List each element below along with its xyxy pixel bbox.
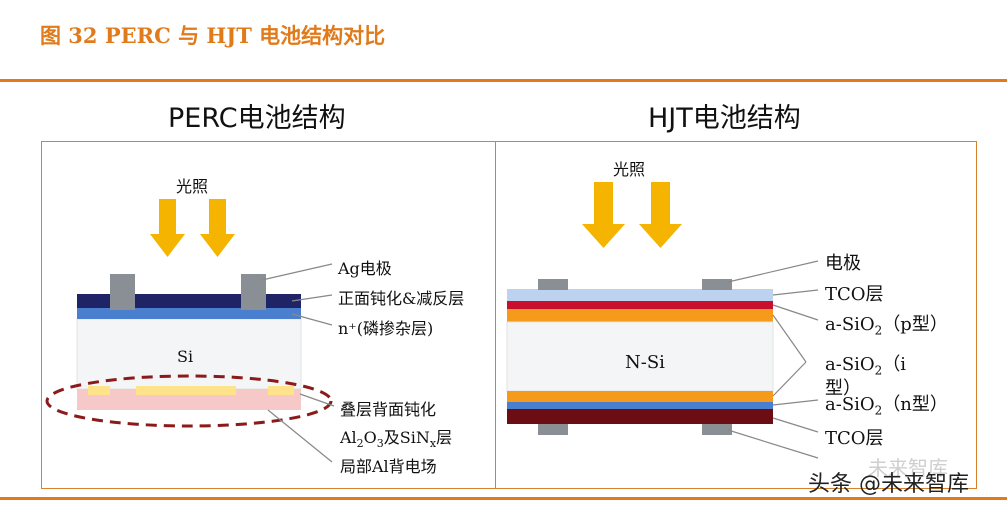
perc-arrow-right: [200, 199, 235, 257]
perc-local-al-3: [268, 386, 294, 395]
perc-ag-electrode-left: [110, 274, 135, 310]
perc-si-body: [76, 318, 302, 390]
hjt-label-tco-top: TCO层: [825, 284, 884, 305]
al2o3-sub-x: x: [429, 437, 437, 451]
al2o3-part-o: O: [363, 428, 377, 447]
al2o3-sub-2: 2: [356, 437, 364, 451]
perc-label-local-al: 局部Al背电场: [340, 457, 437, 476]
perc-light-label: 光照: [176, 177, 209, 196]
watermark-faint: 未来智库: [868, 456, 948, 480]
asio-n-sub: 2: [874, 403, 883, 418]
perc-dashed-ellipse: [45, 374, 333, 428]
al2o3-part-end: 层: [436, 428, 453, 447]
perc-arrow-left: [150, 199, 185, 257]
hjt-arrow-right: [639, 182, 682, 248]
hjt-label-tco-bottom: TCO层: [825, 428, 884, 449]
hjt-label-asio-i-wrap: 型）: [825, 378, 861, 399]
perc-label-al2o3: Al2O3及SiNx层: [340, 424, 452, 450]
perc-label-nplus: n⁺(磷掺杂层): [338, 319, 434, 338]
hjt-light-arrows: [582, 182, 682, 248]
perc-local-al-1: [88, 386, 110, 395]
perc-local-al-2: [136, 386, 236, 395]
hjt-frame: [495, 141, 977, 489]
hjt-arrow-left: [582, 182, 625, 248]
hjt-label-asio-p: a-SiO2（p型）: [825, 310, 948, 338]
hjt-label-asio-i: a-SiO2（i: [825, 350, 906, 378]
hjt-label-electrode: 电极: [825, 253, 861, 274]
perc-leader-lines: [261, 263, 335, 463]
asio-i-type: （i: [882, 354, 907, 375]
hjt-asio-i-top: [507, 309, 773, 322]
bottom-rule: [0, 497, 1007, 500]
figure-title: 图 32 PERC 与 HJT 电池结构对比: [40, 23, 386, 48]
hjt-asio-p: [507, 301, 773, 309]
hjt-electrode-top-left: [538, 279, 568, 290]
asio-p-sub: 2: [874, 323, 883, 338]
hjt-light-label: 光照: [613, 160, 646, 179]
perc-back-passivation: [77, 389, 301, 410]
hjt-label-asio-n: a-SiO2（n型）: [825, 390, 948, 418]
al2o3-part-al: Al: [340, 428, 357, 447]
hjt-electrode-top-right: [702, 279, 732, 290]
hjt-asio-n: [507, 402, 773, 409]
hjt-asio-i-bottom: [507, 391, 773, 402]
perc-title: PERC电池结构: [168, 103, 346, 134]
hjt-nsi-body: [506, 321, 774, 392]
hjt-title: HJT电池结构: [648, 103, 801, 134]
perc-nplus-layer: [77, 308, 301, 319]
al2o3-part-sin: 及SiN: [383, 428, 430, 447]
hjt-tco-bottom: [507, 409, 773, 424]
perc-label-front: 正面钝化&减反层: [338, 289, 465, 308]
perc-label-si: Si: [177, 347, 194, 366]
watermark: 头条 @未来智库: [808, 472, 969, 497]
hjt-electrode-bottom-left: [538, 424, 568, 435]
asio-n-type: （n型）: [882, 394, 948, 415]
hjt-electrode-bottom-right: [702, 424, 732, 435]
hjt-leader-lines: [727, 260, 819, 459]
perc-label-ag: Ag电极: [338, 259, 392, 278]
asio-p-text: a-SiO: [825, 314, 875, 335]
asio-i-text: a-SiO: [825, 354, 875, 375]
hjt-label-nsi: N-Si: [625, 352, 665, 373]
asio-i-sub: 2: [874, 363, 883, 378]
perc-light-arrows: [150, 199, 235, 257]
perc-label-stack: 叠层背面钝化: [340, 400, 437, 419]
perc-ag-electrode-right: [241, 274, 266, 310]
top-rule: [0, 79, 1007, 82]
asio-n-text: a-SiO: [825, 394, 875, 415]
hjt-tco-top: [507, 289, 773, 301]
asio-p-type: （p型）: [882, 314, 948, 335]
al2o3-sub-3: 3: [376, 437, 384, 451]
